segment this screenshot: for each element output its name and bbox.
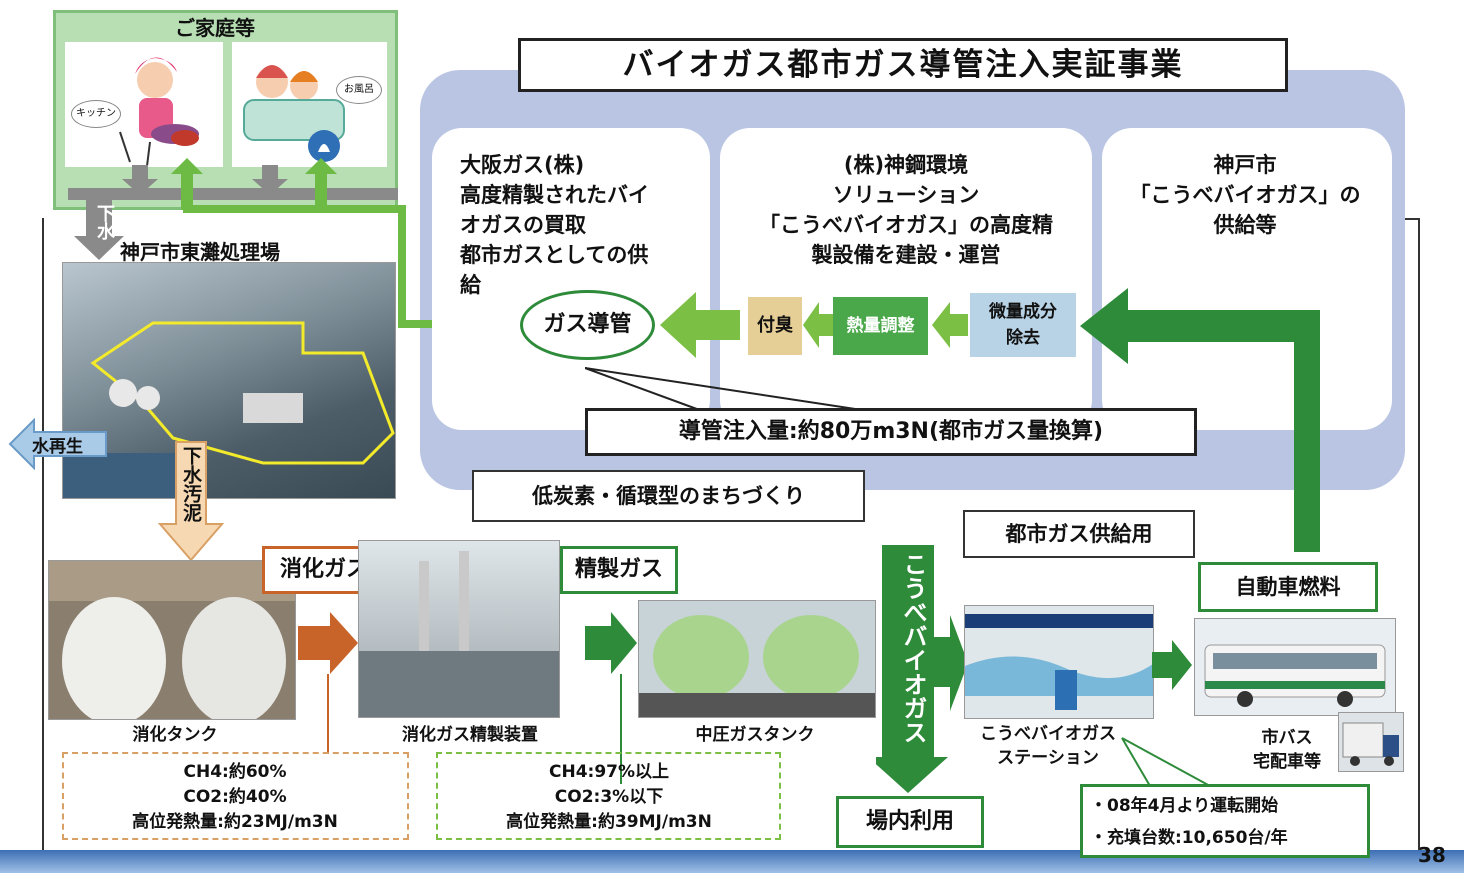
station-caption: こうべバイオガス ステーション	[980, 724, 1116, 768]
process-arrow-icon	[803, 302, 835, 348]
station-info-box	[1080, 784, 1370, 858]
odorize-step: 付臭	[748, 297, 802, 355]
refiner-photo	[358, 540, 560, 718]
page-number: 38	[1418, 843, 1446, 867]
kobelco-text: (株)神鋼環境 ソリューション 「こうべバイオガス」の高度精 製設備を建設・運営	[759, 153, 1053, 267]
project-title: バイオガス都市ガス導管注入実証事業	[518, 38, 1288, 92]
flow-arrow-icon	[585, 612, 637, 674]
injection-amount: 導管注入量:約80万m3N(都市ガス量換算)	[585, 408, 1197, 456]
callout-line	[1121, 737, 1211, 787]
sludge-label: 下水汚泥	[180, 446, 202, 522]
truck-photo	[1338, 712, 1404, 772]
orange-spec-line	[327, 674, 329, 754]
supply-return-arrow-icon	[1080, 288, 1320, 552]
refined-gas-label: 精製ガス	[560, 546, 678, 594]
digest-gas-spec-box	[62, 752, 409, 840]
kobelco-card	[720, 128, 1092, 430]
bus-caption: 市バス 宅配車等	[1253, 728, 1321, 772]
sewage-label: 下水	[94, 204, 115, 240]
sewage-arrow-icon	[74, 200, 124, 260]
digestion-tank-caption: 消化タンク	[132, 725, 218, 745]
gas-return-arrow-icon	[305, 158, 337, 210]
bus-photo	[1194, 618, 1396, 716]
gas-tank-photo	[638, 600, 876, 718]
callout-line	[585, 367, 876, 413]
pipeline-ellipse: ガス導管	[520, 290, 655, 360]
trace-removal-step: 微量成分 除去	[970, 293, 1076, 357]
process-arrow-icon	[932, 302, 968, 348]
household-title: ご家庭等	[175, 16, 255, 40]
cook-icon	[119, 57, 199, 167]
gas-return-arrow-icon	[171, 158, 203, 210]
bath-label: お風呂	[336, 76, 382, 104]
drain-arrow-icon	[252, 165, 288, 195]
bath-icon	[243, 65, 345, 162]
kobe-city-text: 神戸市 「こうべバイオガス」の 供給等	[1129, 153, 1361, 237]
vehicle-fuel-label: 自動車燃料	[1198, 562, 1378, 612]
city-gas-supply-label: 都市ガス供給用	[963, 510, 1195, 558]
digest-gas-spec: CH4:約60% CO2:約40% 高位発熱量:約23MJ/m3N	[132, 762, 338, 832]
kitchen-label: キッチン	[71, 100, 121, 128]
station-photo	[964, 605, 1154, 719]
kobe-biogas-label: こうべバイオガス	[899, 552, 927, 744]
kobe-city-card	[1102, 128, 1392, 430]
process-arrow-icon	[660, 292, 740, 358]
gas-line	[398, 205, 406, 327]
green-spec-line	[620, 674, 622, 784]
drain-arrow-icon	[122, 165, 158, 195]
drain-pipe	[68, 188, 398, 200]
water-reuse-arrow-icon	[8, 418, 107, 470]
refined-gas-spec-box	[436, 752, 781, 840]
refiner-caption: 消化ガス精製装置	[402, 725, 538, 745]
water-reuse-label: 水再生	[32, 437, 83, 457]
gas-tank-caption: 中圧ガスタンク	[695, 725, 815, 745]
digestion-tank-photo	[48, 560, 296, 720]
flow-arrow-icon	[298, 612, 358, 674]
gas-line	[183, 205, 405, 213]
slogan: 低炭素・循環型のまちづくり	[472, 470, 865, 522]
sludge-arrow-icon	[158, 441, 224, 562]
gas-line	[398, 320, 460, 328]
outer-frame-top-right	[1395, 218, 1420, 220]
station-info: ・08年4月より運転開始 ・充填台数:10,650台/年	[1090, 796, 1288, 848]
flow-arrow-icon	[1152, 640, 1192, 690]
onsite-use-label: 場内利用	[836, 796, 984, 848]
osaka-gas-text: 大阪ガス(株) 高度精製されたバイ オガスの買取 都市ガスとしての供 給	[460, 153, 649, 297]
kitchen-illustration: キッチン	[65, 42, 223, 167]
plant-aerial-photo	[62, 262, 396, 499]
bath-illustration: お風呂	[232, 42, 387, 167]
heat-adjust-step: 熱量調整	[833, 297, 928, 355]
kobe-biogas-arrow-icon	[876, 545, 968, 793]
refined-gas-spec: CH4:97%以上 CO2:3%以下 高位発熱量:約39MJ/m3N	[506, 762, 712, 832]
plant-name: 神戸市東灘処理場	[120, 240, 280, 264]
